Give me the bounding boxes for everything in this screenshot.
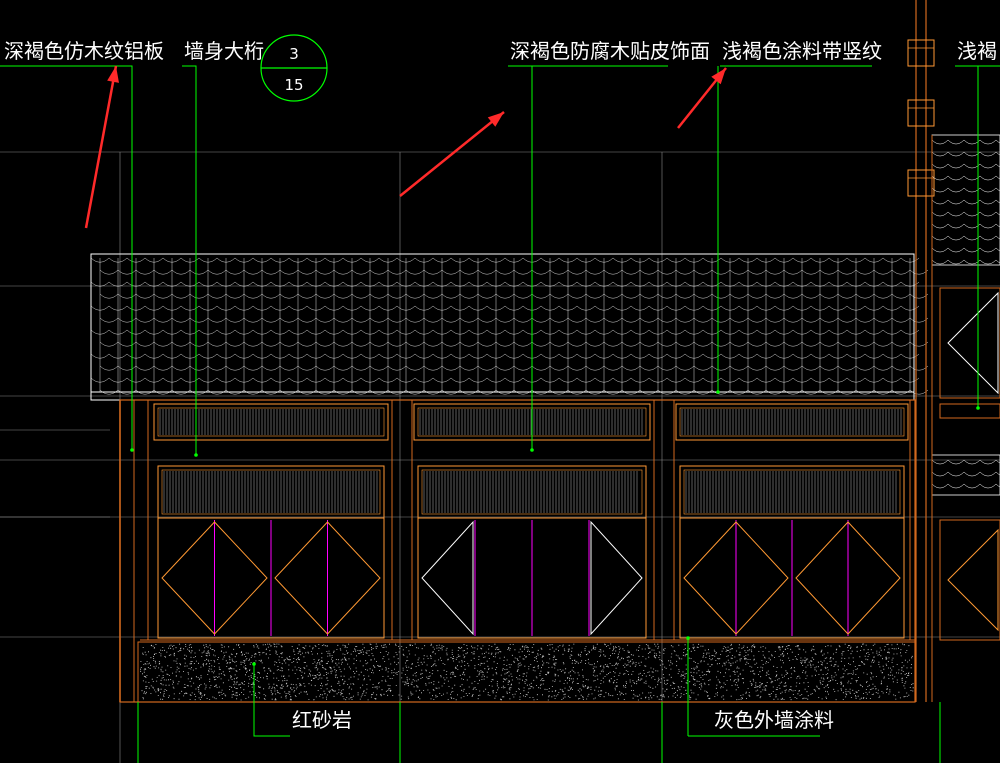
lower-louver-0 <box>163 471 378 513</box>
glazing-frame-1 <box>417 517 647 639</box>
leader-dot-1 <box>194 453 198 457</box>
leader-dot-3 <box>716 390 720 394</box>
upper-louver-1 <box>419 409 643 435</box>
leader-dot-0 <box>130 448 134 452</box>
leader-aluminum-panel <box>0 65 133 450</box>
upper-louver-0 <box>159 409 380 435</box>
lower-transom-inner-2 <box>683 469 901 515</box>
arrow-aluminum-panel-head <box>107 66 119 83</box>
lower-louver-1 <box>423 471 638 513</box>
upper-transom-0 <box>153 403 389 441</box>
tower-diamond-upper <box>947 291 999 395</box>
tower-window-frame-lower <box>939 519 1000 641</box>
leader-dot-2 <box>530 448 534 452</box>
base-outline <box>137 641 916 703</box>
leader-lines <box>0 65 1000 763</box>
arrow-light-paint-head <box>711 68 726 85</box>
diamond-right-1 <box>590 520 643 636</box>
upper-transom-inner-2 <box>679 407 905 437</box>
tower-diamond-lower <box>947 528 999 632</box>
base-speckle <box>140 643 914 701</box>
label-light-paint: 浅褐色涂料带竖纹 <box>722 39 882 63</box>
pier-1 <box>391 399 413 641</box>
diamond-b-2 <box>795 521 901 635</box>
diamond-left-1 <box>421 520 474 636</box>
arrow-wood-veneer-head <box>487 112 504 127</box>
glazing-frame-2 <box>679 517 905 639</box>
diamond-a-0 <box>161 521 268 635</box>
lower-transom-2 <box>679 465 905 519</box>
label-wood-veneer: 深褐色防腐木贴皮饰面 <box>510 39 710 63</box>
leader-wall-purlin <box>182 65 197 455</box>
pier-2 <box>653 399 675 641</box>
leader-dot-4 <box>976 406 980 410</box>
arrow-wood-veneer-shaft <box>399 111 505 197</box>
label-red-sandstone: 红砂岩 <box>292 708 352 732</box>
detail-bubble-bottom: 15 <box>284 76 303 94</box>
tower-roof-lower <box>931 454 1000 496</box>
tower-band <box>939 403 1000 419</box>
detail-bubble-top: 3 <box>289 45 299 63</box>
arrow-aluminum-panel-shaft <box>84 65 118 229</box>
upper-transom-2 <box>675 403 909 441</box>
roof-tile-pattern <box>90 257 929 395</box>
guide-lines <box>0 151 1000 763</box>
tower-cap-top <box>907 39 935 67</box>
facade-structure <box>119 399 917 703</box>
roof-tiles <box>90 253 929 401</box>
tower-window-frame-upper <box>939 287 1000 399</box>
diamond-a-2 <box>683 521 789 635</box>
label-light-paint-partial: 浅褐 <box>957 39 997 63</box>
lower-louver-2 <box>685 471 897 513</box>
window-panels <box>153 403 909 639</box>
tower-cap-low <box>907 169 935 197</box>
lower-transom-inner-1 <box>421 469 643 515</box>
label-wall-purlin: 墙身大桁 <box>184 39 264 63</box>
upper-transom-inner-0 <box>157 407 385 437</box>
upper-louver-2 <box>681 409 902 435</box>
tower-cap-mid <box>907 99 935 127</box>
glazing-frame-0 <box>157 517 385 639</box>
leader-red-sandstone <box>253 664 290 737</box>
sandstone-base <box>137 641 916 703</box>
roof-outline <box>90 253 915 401</box>
red-arrows <box>84 65 727 229</box>
leader-dot-5 <box>252 662 256 666</box>
leader-dot-6 <box>686 636 690 640</box>
right-tower <box>907 0 1000 702</box>
tower-roof-tiles <box>931 139 1000 489</box>
diamond-b-0 <box>274 521 381 635</box>
tower-roof-upper <box>931 134 1000 266</box>
label-grey-paint: 灰色外墙涂料 <box>714 708 834 732</box>
label-aluminum-panel: 深褐色仿木纹铝板 <box>4 39 164 63</box>
lower-transom-inner-0 <box>161 469 381 515</box>
detail-bubble: 3 15 <box>260 34 328 102</box>
